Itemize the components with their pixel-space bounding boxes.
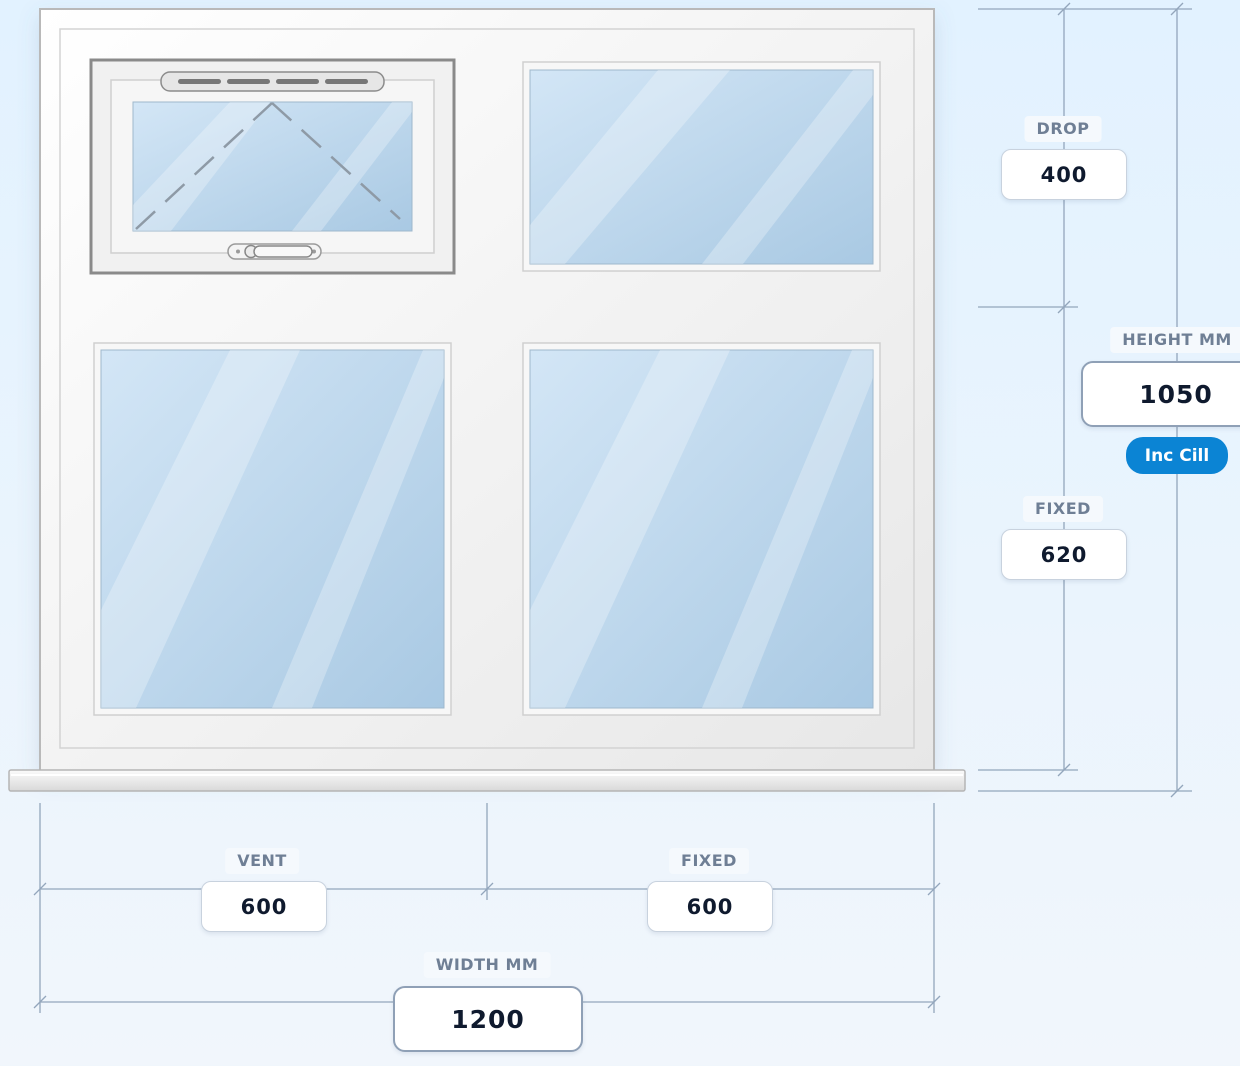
width-value-field[interactable]: 1200 (393, 986, 583, 1052)
fixed-height-value-field[interactable]: 620 (1001, 529, 1127, 580)
fixed-width-label: FIXED (669, 848, 749, 874)
vent-opening-indicator (135, 102, 401, 230)
fixed-width-value-field[interactable]: 600 (647, 881, 773, 932)
pane-top-left-vent[interactable] (89, 58, 456, 275)
frame-inner-border (59, 28, 915, 749)
width-label: WIDTH MM (423, 952, 551, 978)
vent-width-value-field[interactable]: 600 (201, 881, 327, 932)
fixed-height-label: FIXED (1023, 496, 1103, 522)
pane-top-right-fixed[interactable] (522, 61, 881, 272)
drop-value-field[interactable]: 400 (1001, 149, 1127, 200)
window-handle-icon[interactable] (227, 243, 322, 260)
pane-bottom-left-fixed[interactable] (93, 342, 452, 716)
window-cill (8, 769, 966, 792)
vent-width-label: VENT (225, 848, 299, 874)
inc-cill-badge[interactable]: Inc Cill (1126, 437, 1228, 474)
pane-bottom-right-fixed[interactable] (522, 342, 881, 716)
trickle-vent (160, 71, 385, 92)
height-value-field[interactable]: 1050 (1081, 361, 1240, 427)
drop-label: DROP (1024, 116, 1102, 142)
height-label: HEIGHT MM (1110, 327, 1240, 353)
